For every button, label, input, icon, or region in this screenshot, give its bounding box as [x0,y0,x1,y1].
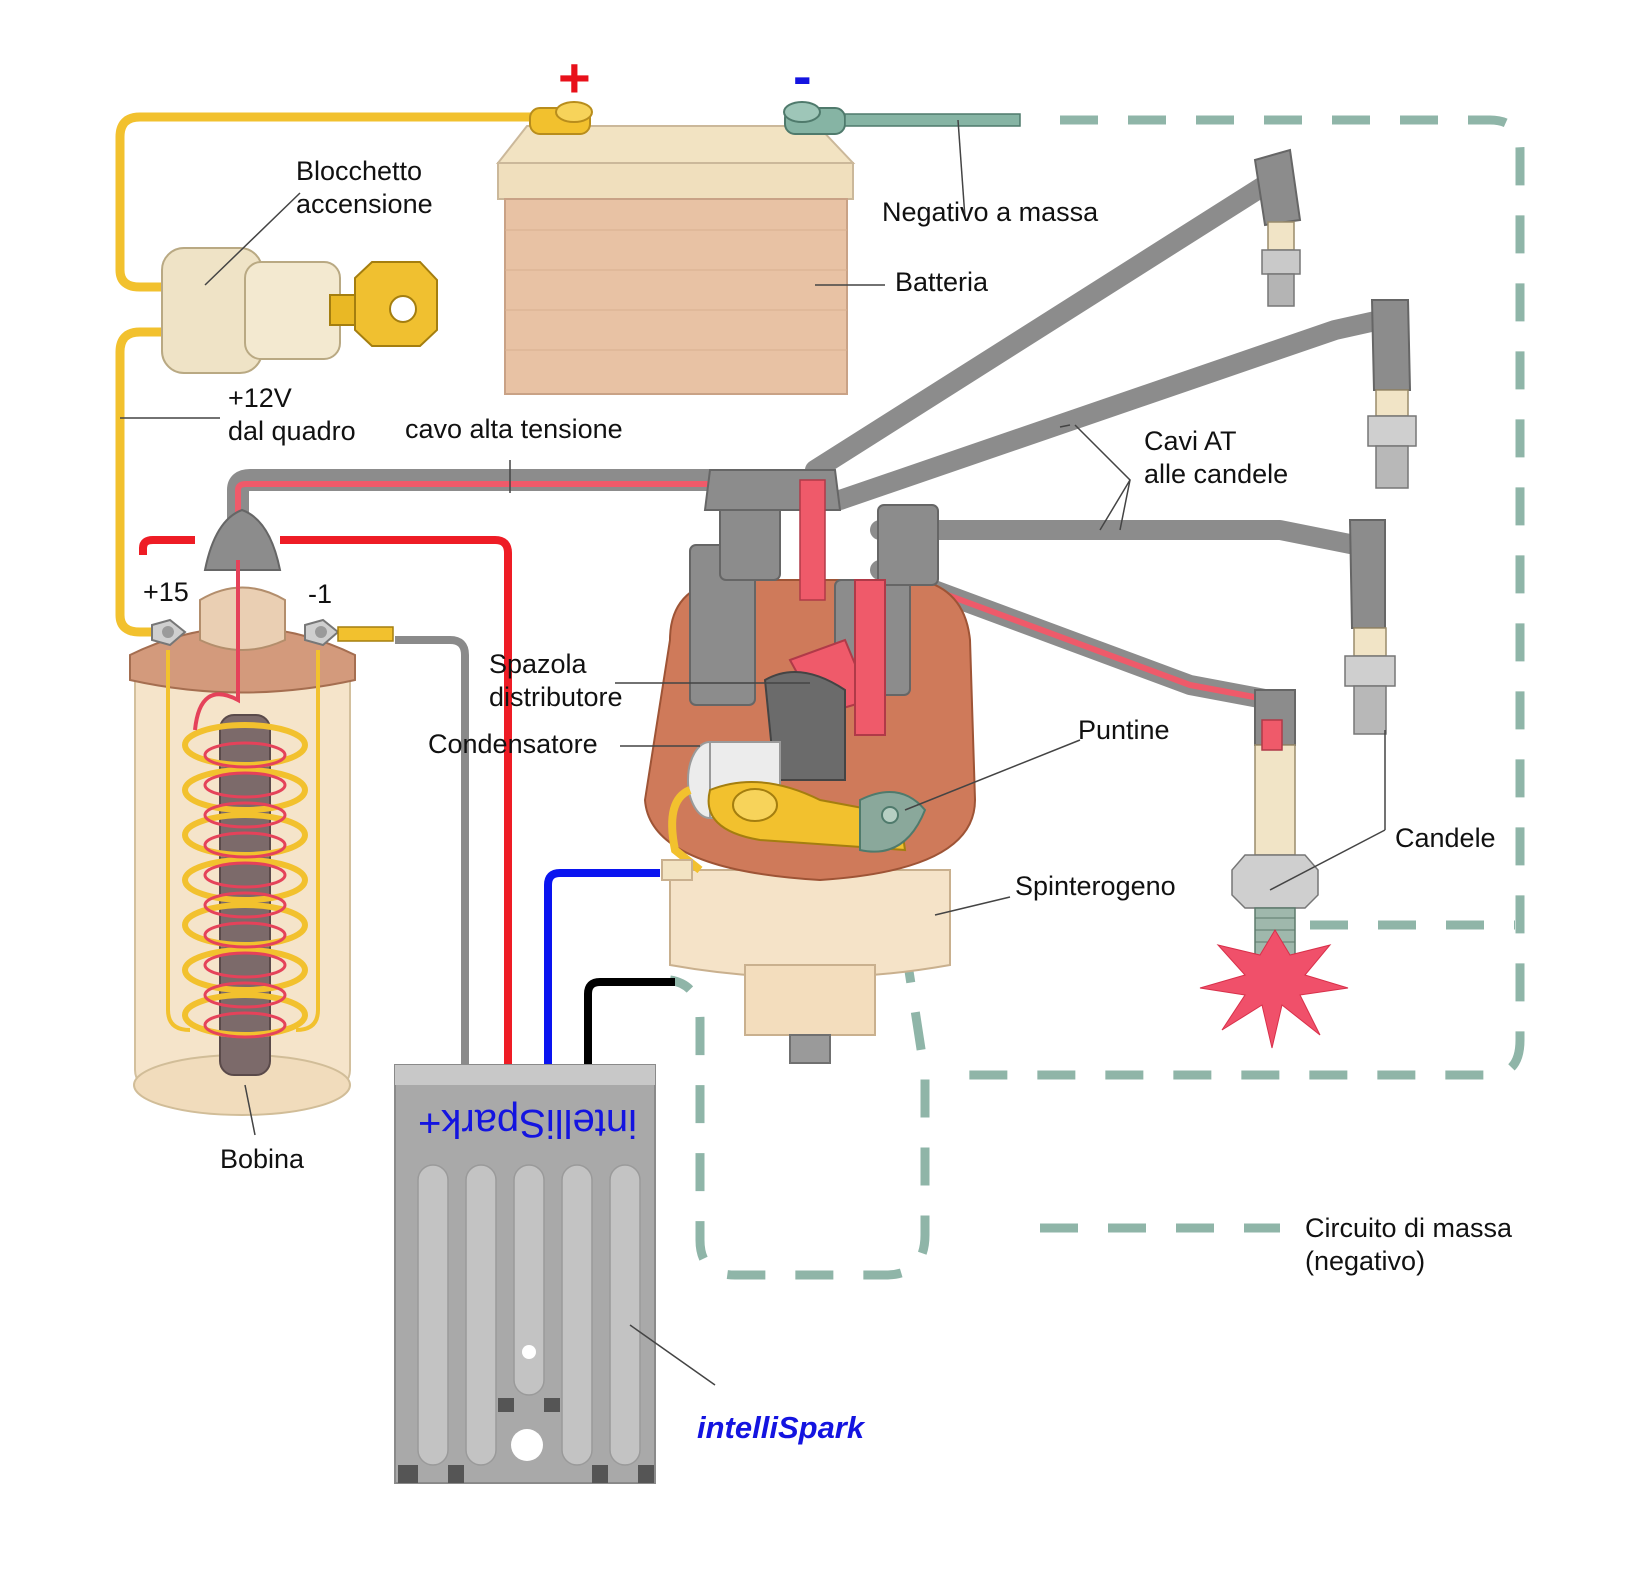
spark-plug-4 [1231,719,1319,959]
label-negativo-massa: Negativo a massa [882,197,1099,227]
label-condensatore: Condensatore [428,729,598,759]
label-cavi-at-2: alle candele [1144,459,1289,489]
label-spinterogeno: Spinterogeno [1015,871,1176,901]
battery-to-key-wire [115,112,545,292]
label-batteria: Batteria [895,267,989,297]
spark-burst [1199,929,1349,1049]
label-12v-2: dal quadro [228,416,356,446]
distributor [643,469,977,1064]
module-wiring [139,536,675,1065]
ground-path-outer [960,115,1525,1080]
coil-terminal-15 [151,618,187,647]
label-blocchetto-2: accensione [296,189,433,219]
battery [495,101,1021,395]
label-circuito-1: Circuito di massa [1305,1213,1513,1243]
plug-boots [1253,148,1412,746]
spark-plugs [1199,221,1417,1049]
intellispark-module [394,1064,656,1484]
label-cavi-at-1: Cavi AT [1144,426,1237,456]
label-candele: Candele [1395,823,1496,853]
spark-plug-1 [1261,221,1301,307]
ignition-switch [161,247,438,374]
label-cavo-alta-tensione: cavo alta tensione [405,414,623,444]
negative-sign: - [793,44,812,107]
key-to-coil-wire [115,327,170,637]
distributor-brush [763,671,846,781]
gray-wire [395,636,469,1065]
ignition-coil [129,508,394,1116]
intellispark-plate-text: intelliSpark+ [418,1101,638,1145]
black-wire [584,978,675,1065]
ground-strap [844,113,1021,127]
spark-plug-3 [1344,627,1396,735]
red-wire-coil [139,536,195,555]
label-puntine: Puntine [1078,715,1170,745]
red-wire-module [280,536,512,1065]
positive-sign: + [558,46,591,109]
label-spazzola-1: Spazola [489,649,587,679]
label-circuito-2: (negativo) [1305,1246,1426,1276]
leader-lines [120,119,1386,1386]
coil-terminal-1 [304,618,394,647]
label-spazzola-2: distributore [489,682,623,712]
label-plus15: +15 [143,577,189,607]
label-blocchetto-1: Blocchetto [296,156,423,186]
label-12v-1: +12V [228,383,292,413]
label-bobina: Bobina [220,1144,305,1174]
ground-circuit [668,115,1525,1280]
label-minus1: -1 [308,579,333,609]
positive-wiring [115,112,545,637]
intellispark-label: intelliSpark [697,1410,865,1445]
spark-plug-2 [1367,389,1417,489]
blue-wire [544,869,660,1065]
